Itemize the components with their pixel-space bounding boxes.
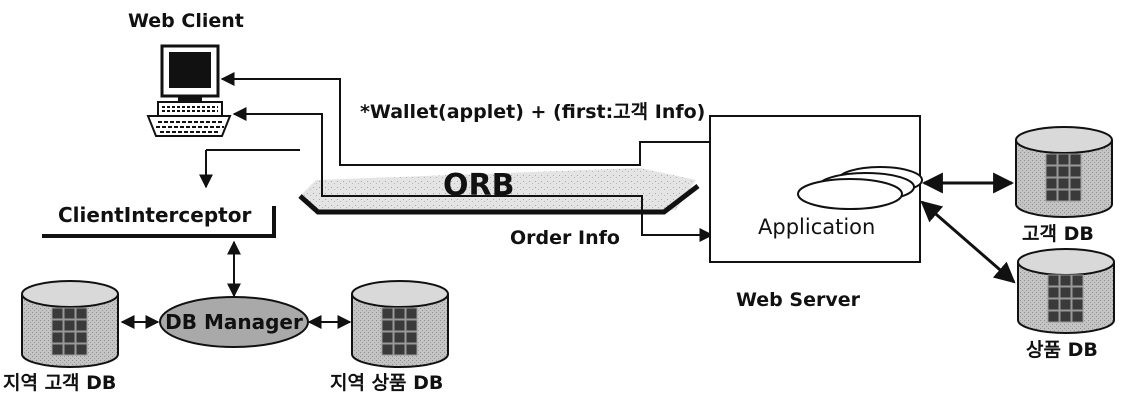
db-manager-label: DB Manager (165, 310, 303, 334)
local-customer-db-icon (22, 281, 118, 367)
orb-label: ORB (443, 168, 514, 203)
web-client-label: Web Client (128, 10, 244, 32)
client-interceptor-label: ClientInterceptor (58, 203, 251, 227)
wallet-message-label: *Wallet(applet) + (first:고객 Info) (360, 101, 705, 123)
product-db-icon (1018, 249, 1114, 333)
order-info-label: Order Info (510, 227, 620, 249)
customer-db-label: 고객 DB (1022, 223, 1094, 245)
web-client-computer-icon (148, 46, 230, 136)
application-label: Application (758, 215, 875, 239)
local-product-db-label: 지역 상품 DB (330, 372, 443, 394)
customer-db-icon (1016, 127, 1112, 217)
local-customer-db-label: 지역 고객 DB (3, 372, 116, 394)
product-db-label: 상품 DB (1026, 339, 1098, 361)
local-product-db-icon (352, 281, 448, 367)
web-server-label: Web Server (736, 289, 861, 311)
product-db-arrow (922, 202, 1014, 282)
